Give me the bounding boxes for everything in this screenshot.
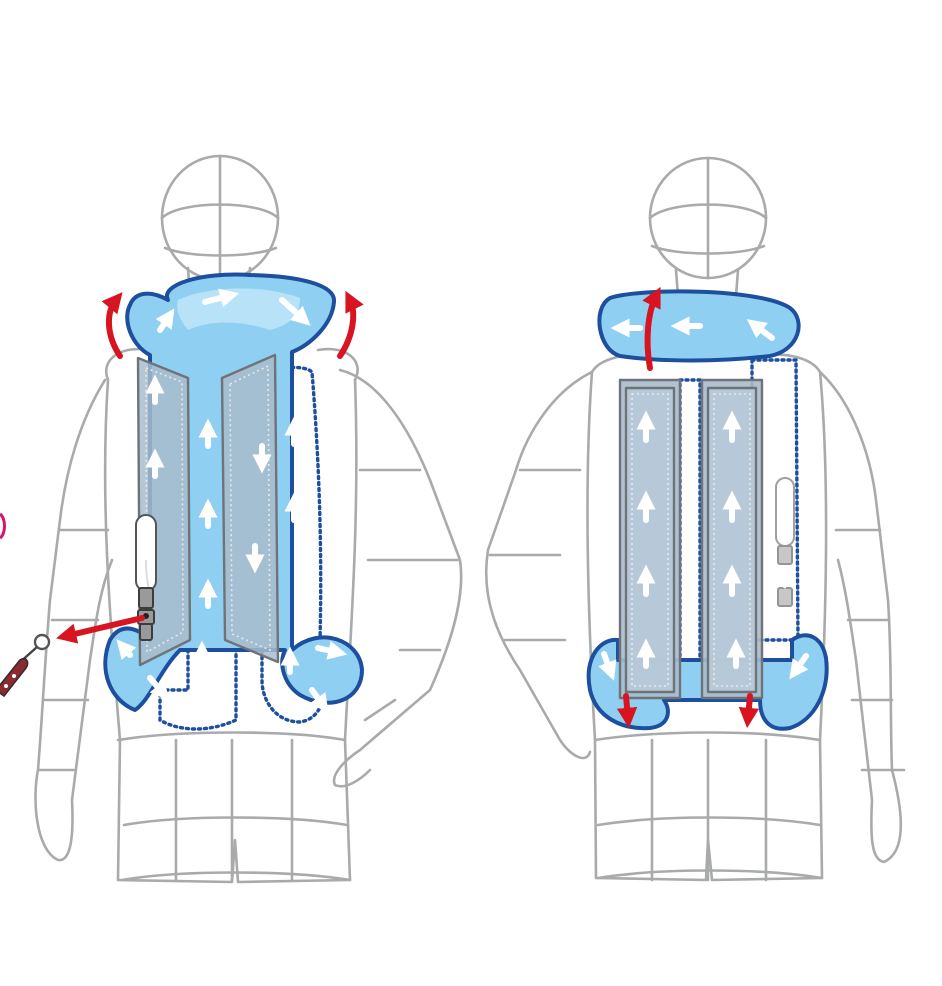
airflow-arrows-left (116, 288, 348, 727)
mannequin-back-view-2 (484, 156, 906, 882)
lanyard-key-icon (0, 633, 51, 698)
indicator-icon (0, 512, 6, 540)
trigger-lanyard (56, 615, 145, 644)
deployment-arrows-right (616, 286, 760, 729)
deployment-arrows-left (101, 290, 364, 359)
back-protector-panels-right (618, 378, 764, 700)
airflow-arrows-right (598, 316, 809, 681)
gas-cylinder-icon-right (775, 477, 795, 607)
